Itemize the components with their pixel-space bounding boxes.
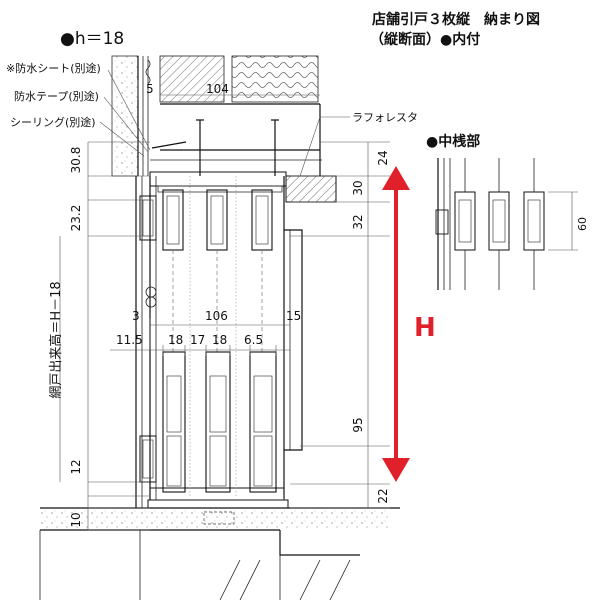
dim-15: 15 [286, 309, 301, 323]
title-line-1: 店舗引戸３枚縦 納まり図 [372, 11, 540, 28]
screen-height-label: 網戸出来高＝H－18 [48, 281, 64, 398]
dim-24: 24 [376, 150, 390, 165]
door-panels [162, 176, 277, 498]
header-framing [150, 55, 322, 176]
note-raffolesta: ラフォレスタ [352, 111, 418, 124]
mid-rail-title: ●中桟部 [426, 133, 480, 150]
dim-30: 30 [351, 180, 365, 195]
dim-11-5: 11.5 [116, 333, 143, 347]
height-arrow: H [382, 166, 436, 482]
height-letter-h: H [414, 313, 436, 343]
dim-12: 12 [69, 459, 83, 474]
exterior-wall [111, 55, 151, 177]
h-value-label: ●h＝18 [60, 29, 124, 49]
dim-30-8: 30.8 [69, 147, 83, 174]
callout-notes: ※防水シート(別途) 防水テープ(別途) シーリング(別途) ラフォレスタ [6, 61, 418, 129]
dim-17: 17 [190, 333, 205, 347]
floor-section [39, 507, 400, 600]
dim-3: 3 [132, 309, 140, 323]
dim-23-2: 23.2 [69, 205, 83, 232]
dim-106: 106 [205, 309, 228, 323]
dim-104: 104 [206, 82, 229, 96]
dim-95: 95 [351, 417, 365, 432]
raffolesta-block [285, 175, 337, 203]
dimension-labels: 5 104 30.8 23.2 12 10 24 30 32 3 106 15 … [69, 82, 390, 528]
note-sealing: シーリング(別途) [10, 115, 96, 129]
extension-lines [59, 69, 390, 531]
title-line-2: （縦断面）●内付 [370, 31, 480, 48]
door-frame-section [135, 171, 303, 509]
note-waterproof-tape: 防水テープ(別途) [14, 89, 99, 103]
dim-6-5: 6.5 [244, 333, 263, 347]
dim-22: 22 [376, 488, 390, 503]
note-waterproof-sheet: ※防水シート(別途) [6, 61, 101, 75]
dim-18-b: 18 [212, 333, 227, 347]
dim-32: 32 [351, 214, 365, 229]
dim-10: 10 [69, 512, 83, 527]
mid-rail-detail: ●中桟部 60 [426, 133, 589, 290]
dim-60: 60 [576, 217, 589, 231]
dim-18-a: 18 [168, 333, 183, 347]
dim-5: 5 [146, 82, 154, 96]
